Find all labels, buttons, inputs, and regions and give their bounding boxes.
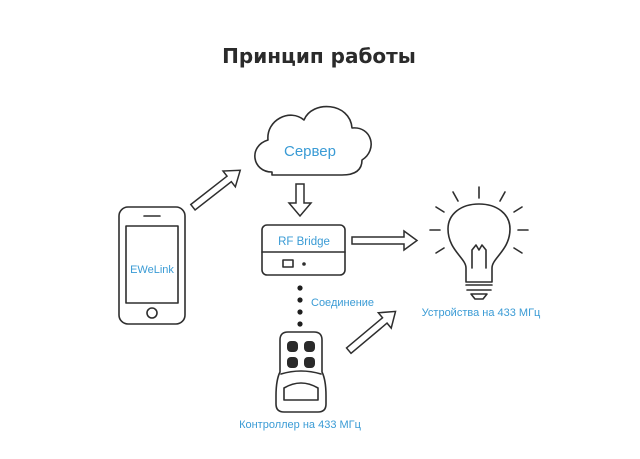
phone-app-label: EWeLink [130, 264, 174, 276]
light-bulb-icon [429, 186, 529, 300]
server-label: Сервер [284, 143, 336, 160]
rf-bridge-device: RF Bridge [261, 224, 346, 276]
connection-label: Соединение [311, 297, 374, 309]
page-title: Принцип работы [222, 44, 416, 68]
bridge-label: RF Bridge [278, 236, 330, 248]
arrow-bridge-to-devices [351, 229, 419, 252]
arrow-server-to-bridge [287, 183, 313, 218]
remote-controller [275, 331, 327, 413]
smartphone: EWeLink [118, 206, 186, 325]
arrow-phone-to-server [189, 169, 242, 212]
controller-label: Контроллер на 433 МГц [239, 419, 362, 431]
devices-label: Устройства на 433 МГц [422, 307, 541, 319]
arrow-controller-to-devices [345, 310, 397, 355]
connection-dots [297, 285, 303, 327]
server-cloud: Сервер [254, 105, 372, 176]
